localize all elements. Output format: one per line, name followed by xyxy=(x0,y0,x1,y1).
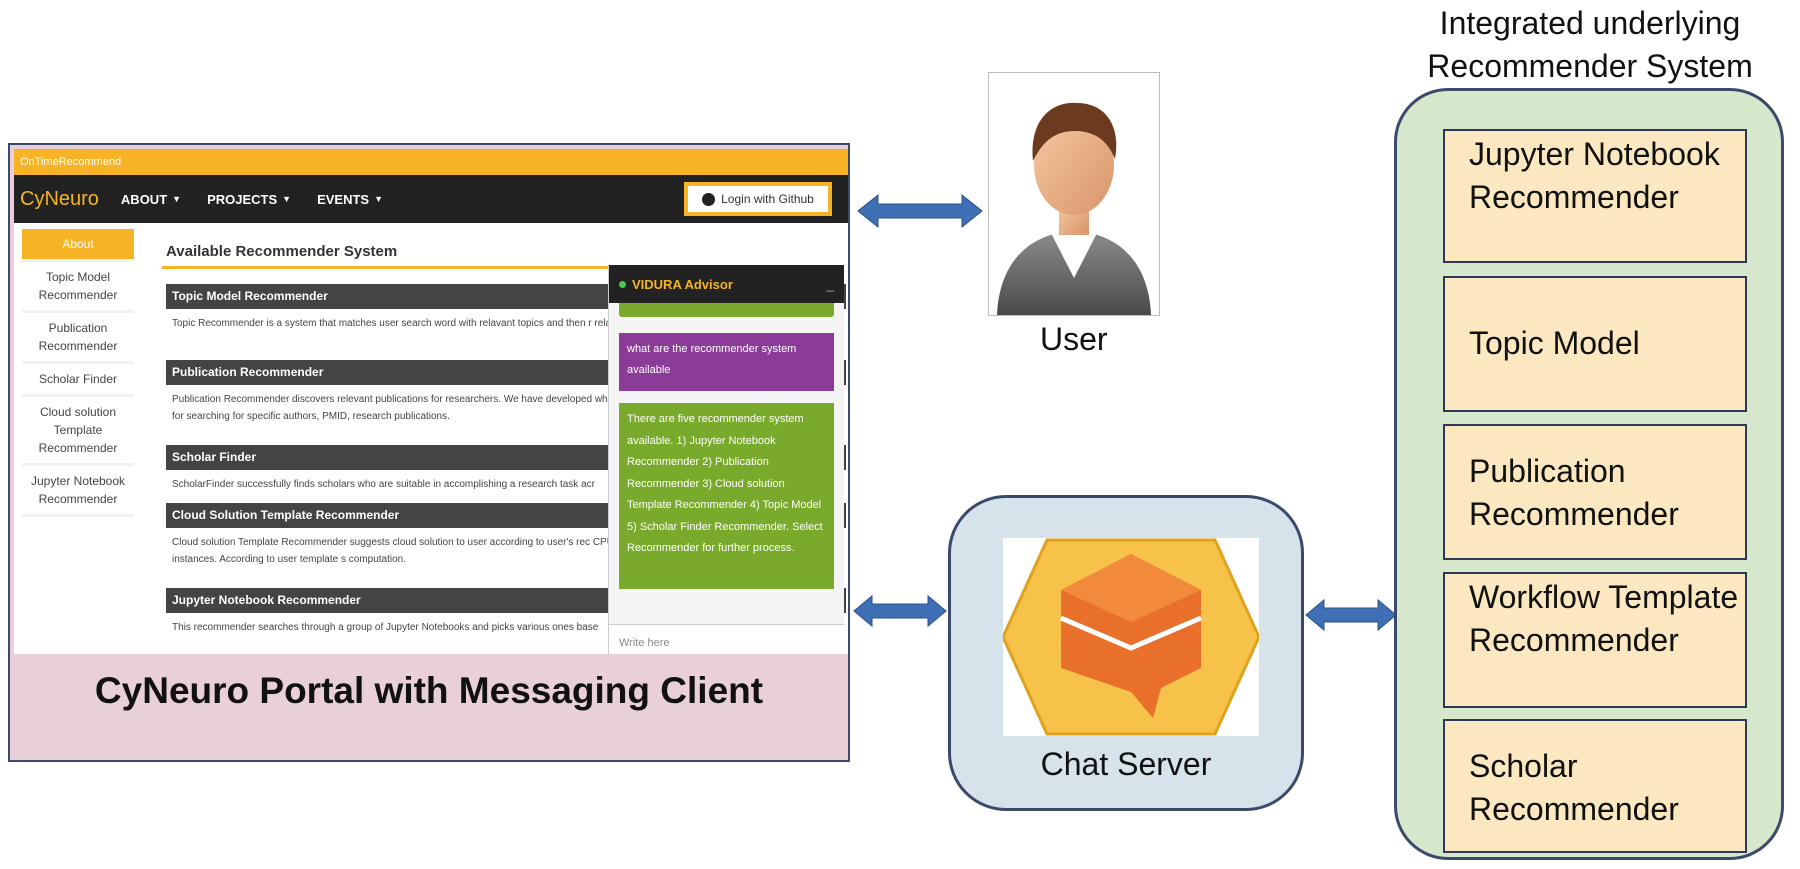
navbar: CyNeuro ABOUT ▼ PROJECTS ▼ EVENTS ▼ Login w… xyxy=(14,175,848,223)
online-status-icon xyxy=(619,280,626,288)
sidebar: About Topic Model Recommender Publicatio… xyxy=(22,229,134,517)
chat-title: VIDURA Advisor xyxy=(632,276,733,292)
portal-caption: CyNeuro Portal with Messaging Client xyxy=(94,670,764,711)
chat-cube-icon xyxy=(1001,538,1261,736)
previous-message-bubble xyxy=(619,303,834,317)
chat-server-label: Chat Server xyxy=(1040,746,1212,782)
sidebar-item-topic-model[interactable]: Topic Model Recommender xyxy=(22,262,134,313)
nav-events[interactable]: EVENTS ▼ xyxy=(317,192,383,207)
page-title: Available Recommender System xyxy=(162,237,842,269)
login-github-label: Login with Github xyxy=(721,192,814,206)
user-avatar xyxy=(988,72,1160,316)
nav-about[interactable]: ABOUT ▼ xyxy=(121,192,181,207)
sidebar-item-about[interactable]: About xyxy=(22,229,134,262)
brand-logo[interactable]: CyNeuro xyxy=(20,187,99,210)
sidebar-item-cloud-template[interactable]: Cloud solution Template Recommender xyxy=(22,397,134,466)
user-person-icon xyxy=(997,102,1151,315)
portal-panel: OnTimeRecommend CyNeuro ABOUT ▼ PROJECTS ▼… xyxy=(8,143,850,762)
login-github-button[interactable]: Login with Github xyxy=(684,182,832,216)
ontime-bar: OnTimeRecommend xyxy=(14,149,848,175)
recommender-scholar: Scholar Recommender xyxy=(1443,719,1747,853)
recommender-jupyter: Jupyter Notebook Recommender xyxy=(1443,129,1747,263)
nav-projects[interactable]: PROJECTS ▼ xyxy=(207,192,291,207)
arrow-portal-user xyxy=(857,193,983,229)
user-label: User xyxy=(1040,321,1108,357)
chat-widget: VIDURA Advisor _ what are the recommende… xyxy=(608,265,844,654)
recommender-title: Integrated underlying Recommender System xyxy=(1427,5,1753,84)
recommender-panel: Jupyter Notebook Recommender Topic Model… xyxy=(1394,88,1784,860)
sidebar-item-scholar-finder[interactable]: Scholar Finder xyxy=(22,364,134,397)
minimize-icon[interactable]: _ xyxy=(826,276,834,292)
recommender-workflow-template: Workflow Template Recommender xyxy=(1443,572,1747,708)
sidebar-item-publication[interactable]: Publication Recommender xyxy=(22,313,134,364)
arrow-server-recommender xyxy=(1305,598,1397,632)
user-message-bubble: what are the recommender system availabl… xyxy=(619,333,834,391)
bot-message-bubble: There are five recommender system availa… xyxy=(619,403,834,589)
nav-about-label: ABOUT xyxy=(120,191,168,207)
chat-server-logo xyxy=(1001,538,1261,736)
sidebar-item-jupyter[interactable]: Jupyter Notebook Recommender xyxy=(22,466,134,517)
chat-message-input[interactable]: Write here xyxy=(609,624,844,654)
arrow-portal-server xyxy=(853,594,947,628)
chat-server-box: Chat Server xyxy=(948,495,1304,811)
nav-projects-label: PROJECTS xyxy=(207,191,278,207)
chat-header: VIDURA Advisor _ xyxy=(609,265,844,303)
portal-screenshot: OnTimeRecommend CyNeuro ABOUT ▼ PROJECTS ▼… xyxy=(14,149,848,654)
nav-events-label: EVENTS xyxy=(317,191,370,207)
chevron-down-icon: ▼ xyxy=(282,194,292,204)
recommender-publication: Publication Recommender xyxy=(1443,424,1747,560)
chevron-down-icon: ▼ xyxy=(374,194,383,204)
github-icon xyxy=(702,192,716,206)
recommender-topic-model: Topic Model xyxy=(1443,276,1747,412)
chevron-down-icon: ▼ xyxy=(172,194,182,204)
